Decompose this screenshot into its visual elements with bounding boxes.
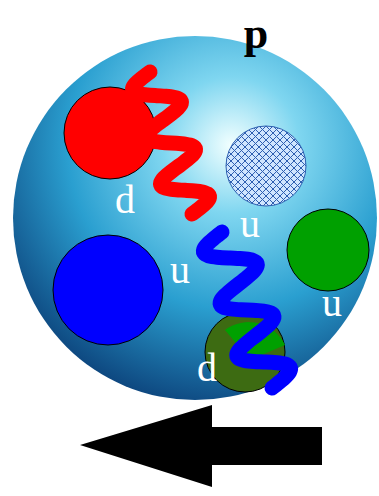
quark-label: d <box>197 348 217 388</box>
quark-label: u <box>322 283 342 323</box>
quark-label: u <box>170 250 190 290</box>
quark-label: d <box>115 180 135 220</box>
proton-label: p <box>244 12 268 56</box>
quark-green <box>287 209 369 291</box>
quark-blue <box>53 235 163 345</box>
quark-hatched <box>226 126 306 206</box>
quark-label: u <box>240 204 260 244</box>
proton-sphere <box>13 36 377 400</box>
direction-arrow <box>80 405 322 487</box>
gluon-red <box>132 72 209 214</box>
